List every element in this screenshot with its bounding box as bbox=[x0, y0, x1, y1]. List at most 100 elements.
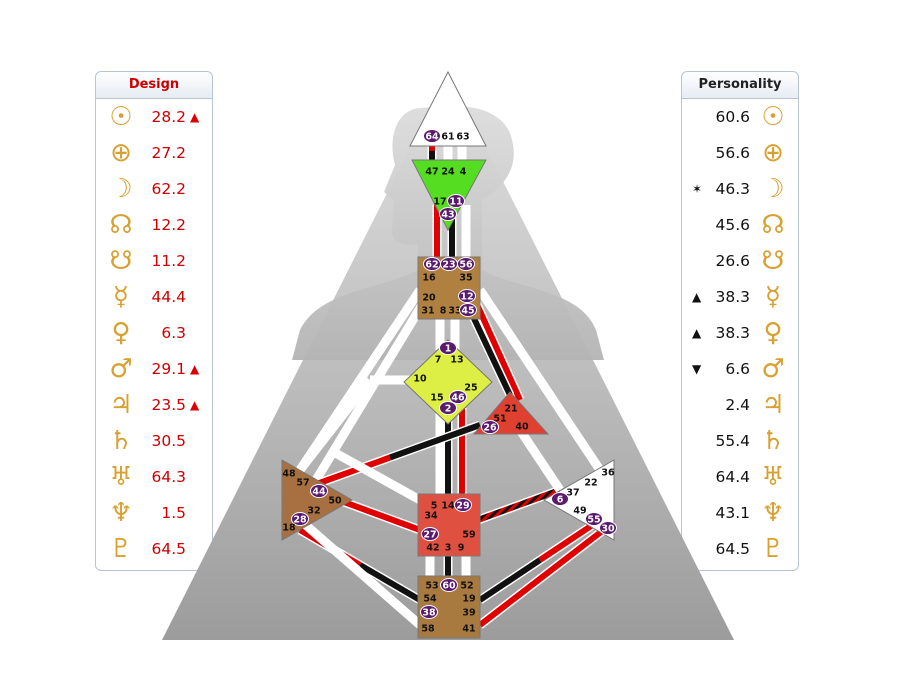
gate-label: 59 bbox=[462, 529, 475, 540]
design-row-south-node: ☋ 11.2 bbox=[96, 244, 212, 278]
gate-label: 32 bbox=[307, 505, 320, 516]
design-value: 12.2 bbox=[151, 216, 186, 234]
personality-row-pluto: ♇64.5 bbox=[682, 532, 798, 566]
design-mark: ▲ bbox=[190, 362, 200, 376]
gate-label: 1 bbox=[445, 343, 452, 354]
south-node-icon: ☋ bbox=[761, 246, 785, 276]
south-node-icon: ☋ bbox=[109, 246, 133, 276]
gate-label: 21 bbox=[504, 403, 517, 414]
gate-label: 28 bbox=[293, 514, 307, 525]
ajna-center bbox=[411, 159, 487, 232]
gate-label: 20 bbox=[422, 292, 436, 303]
gate-label: 8 bbox=[440, 305, 447, 316]
gate-label: 22 bbox=[584, 477, 597, 488]
gate-active-marker bbox=[454, 498, 472, 512]
design-mark: ▲ bbox=[190, 398, 200, 412]
channel-outline bbox=[296, 377, 374, 473]
design-value: 29.1 bbox=[151, 360, 186, 378]
mercury-icon: ☿ bbox=[113, 282, 129, 312]
gate-active-marker bbox=[551, 492, 569, 506]
gate-label: 24 bbox=[441, 166, 455, 177]
design-row-jupiter: ♃23.5▲ bbox=[96, 388, 212, 422]
personality-value: 26.6 bbox=[715, 252, 750, 270]
sun-icon: ☉ bbox=[761, 102, 785, 132]
gate-active-marker bbox=[439, 207, 457, 221]
pluto-icon: ♇ bbox=[109, 534, 133, 564]
design-value: 64.3 bbox=[151, 468, 186, 486]
gate-active-marker bbox=[421, 527, 439, 541]
gate-label: 16 bbox=[422, 272, 436, 283]
personality-value: 45.6 bbox=[715, 216, 750, 234]
personality-value: 38.3 bbox=[715, 288, 750, 306]
gate-active-marker bbox=[310, 484, 328, 498]
gate-label: 40 bbox=[515, 421, 529, 432]
g-center bbox=[403, 339, 493, 425]
gate-label: 11 bbox=[449, 196, 462, 207]
saturn-icon: ♄ bbox=[761, 426, 785, 456]
design-value: 1.5 bbox=[161, 504, 186, 522]
gate-label: 46 bbox=[451, 392, 465, 403]
venus-icon: ♀ bbox=[763, 318, 783, 348]
personality-value: 64.4 bbox=[715, 468, 750, 486]
gate-label: 34 bbox=[424, 510, 438, 521]
gate-label: 31 bbox=[421, 305, 434, 316]
gate-label: 54 bbox=[423, 593, 437, 604]
gate-label: 45 bbox=[461, 305, 474, 316]
gate-active-marker bbox=[457, 257, 475, 271]
gate-active-marker bbox=[423, 129, 441, 143]
gate-label: 58 bbox=[421, 623, 435, 634]
gate-active-marker bbox=[481, 420, 499, 434]
channel-fill bbox=[478, 522, 612, 628]
personality-value: 6.6 bbox=[725, 360, 750, 378]
uranus-icon: ♅ bbox=[761, 462, 785, 492]
gate-label: 15 bbox=[430, 392, 443, 403]
gate-label: 3 bbox=[445, 542, 452, 553]
jupiter-icon: ♃ bbox=[761, 390, 785, 420]
gate-label: 41 bbox=[462, 623, 475, 634]
channel-personality bbox=[358, 562, 422, 603]
design-row-venus: ♀6.3 bbox=[96, 316, 212, 350]
design-row-mercury: ☿44.4 bbox=[96, 280, 212, 314]
gate-label: 51 bbox=[493, 413, 506, 424]
gate-label: 43 bbox=[441, 209, 454, 220]
gate-label: 39 bbox=[462, 607, 475, 618]
gate-active-marker bbox=[291, 512, 309, 526]
design-row-moon: ☽62.2 bbox=[96, 172, 212, 206]
gate-label: 4 bbox=[460, 166, 467, 177]
gate-label: 6 bbox=[557, 494, 564, 505]
gate-label: 36 bbox=[601, 467, 615, 478]
gate-label: 30 bbox=[601, 523, 615, 534]
gate-label: 55 bbox=[587, 514, 600, 525]
personality-row-venus: ♀38.3▲ bbox=[682, 316, 798, 350]
design-row-mars: ♂ 29.1 ▲ bbox=[96, 352, 212, 386]
jupiter-icon: ♃ bbox=[109, 390, 133, 420]
mars-icon: ♂ bbox=[761, 354, 785, 384]
personality-row-earth: ⊕56.6 bbox=[682, 136, 798, 170]
mercury-icon: ☿ bbox=[765, 282, 781, 312]
gate-label: 56 bbox=[459, 259, 473, 270]
channel-personality bbox=[478, 557, 542, 603]
earth-icon: ⊕ bbox=[762, 138, 784, 168]
channel-outline bbox=[297, 516, 423, 629]
moon-icon: ☽ bbox=[761, 174, 785, 204]
personality-row-neptune: ♆43.1 bbox=[682, 496, 798, 530]
gate-label: 63 bbox=[456, 131, 469, 142]
mars-icon: ♂ bbox=[109, 354, 133, 384]
gate-label: 47 bbox=[425, 166, 438, 177]
gate-active-marker bbox=[599, 521, 617, 535]
gate-label: 35 bbox=[459, 272, 472, 283]
gate-label: 61 bbox=[441, 131, 454, 142]
design-value: 30.5 bbox=[151, 432, 186, 450]
personality-panel: Personality ☉60.6⊕56.6☽46.3✶☊45.6☋26.6☿3… bbox=[681, 71, 799, 571]
gate-label: 23 bbox=[442, 259, 455, 270]
personality-panel-title: Personality bbox=[682, 72, 798, 99]
channel-outline bbox=[476, 287, 604, 473]
gate-label: 25 bbox=[464, 382, 477, 393]
design-value: 11.2 bbox=[151, 252, 186, 270]
design-row-earth: ⊕27.2 bbox=[96, 136, 212, 170]
design-panel: Design ☉28.2▲⊕27.2☽62.2☊12.2☋11.2☿44.4♀6… bbox=[95, 71, 213, 571]
gate-label: 9 bbox=[458, 542, 465, 553]
gate-active-marker bbox=[585, 512, 603, 526]
gate-label: 2 bbox=[445, 403, 452, 414]
design-row-uranus: ♅64.3 bbox=[96, 460, 212, 494]
